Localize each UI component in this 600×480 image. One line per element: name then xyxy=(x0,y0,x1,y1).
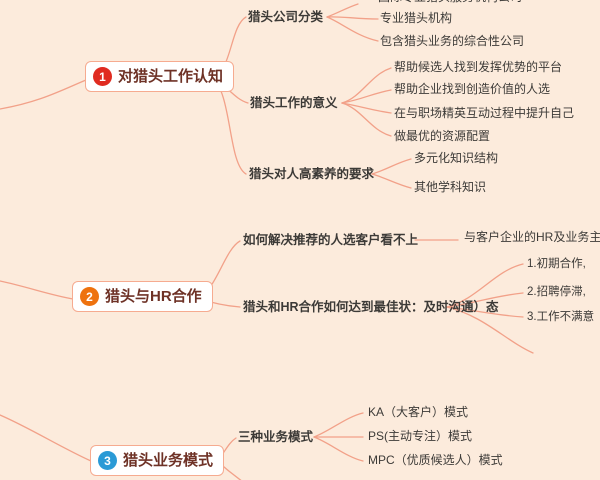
leaf-comprehensive-company[interactable]: 包含猎头业务的综合性公司 xyxy=(380,34,525,48)
leaf-other-disciplines[interactable]: 其他学科知识 xyxy=(414,180,487,194)
leaf-ka-mode[interactable]: KA（大客户）模式 xyxy=(368,405,469,419)
leaf-help-companies[interactable]: 帮助企业找到创造价值的人选 xyxy=(394,82,551,96)
topic-title: 猎头与HR合作 xyxy=(105,288,202,305)
branch-reject-issue[interactable]: 如何解决推荐的人选客户看不上 xyxy=(243,233,419,247)
leaf-ps-mode[interactable]: PS(主动专注）模式 xyxy=(368,429,473,443)
leaf-work-dissatisfaction[interactable]: 3.工作不满意 xyxy=(527,311,595,323)
leaf-diverse-knowledge[interactable]: 多元化知识结构 xyxy=(414,151,499,165)
leaf-help-candidates[interactable]: 帮助候选人找到发挥优势的平台 xyxy=(394,60,563,74)
leaf-company-type-clipped[interactable]: 国际专业猎头服务机构公司 xyxy=(378,0,522,5)
leaf-mpc-mode[interactable]: MPC（优质候选人）模式 xyxy=(368,453,503,467)
branch-best-cooperation-state[interactable]: 猎头和HR合作如何达到最佳状：及时沟通）态 xyxy=(243,300,499,314)
badge-2-icon: 2 xyxy=(80,287,99,306)
topic-title: 对猎头工作认知 xyxy=(118,68,224,85)
leaf-resource-allocation[interactable]: 做最优的资源配置 xyxy=(394,129,491,143)
topic-hr-cooperation[interactable]: 2 猎头与HR合作 xyxy=(72,281,213,312)
branch-three-business-modes[interactable]: 三种业务模式 xyxy=(238,430,314,444)
topic-headhunting-cognition[interactable]: 1 对猎头工作认知 xyxy=(85,61,235,92)
leaf-initial-cooperation[interactable]: 1.初期合作, xyxy=(527,258,586,270)
branch-company-classification[interactable]: 猎头公司分类 xyxy=(248,10,324,24)
branch-work-meaning[interactable]: 猎头工作的意义 xyxy=(250,96,338,110)
leaf-client-hr-managers[interactable]: 与客户企业的HR及业务主管 xyxy=(464,230,600,244)
topic-title: 猎头业务模式 xyxy=(123,452,214,469)
leaf-recruitment-stagnation[interactable]: 2.招聘停滞, xyxy=(527,286,586,298)
badge-1-icon: 1 xyxy=(93,67,112,86)
branch-quality-requirements[interactable]: 猎头对人高素养的要求 xyxy=(249,167,375,181)
badge-3-icon: 3 xyxy=(98,451,117,470)
topic-business-model[interactable]: 3 猎头业务模式 xyxy=(90,445,225,476)
leaf-self-improvement[interactable]: 在与职场精英互动过程中提升自己 xyxy=(394,106,575,120)
leaf-professional-agency[interactable]: 专业猎头机构 xyxy=(380,11,453,25)
